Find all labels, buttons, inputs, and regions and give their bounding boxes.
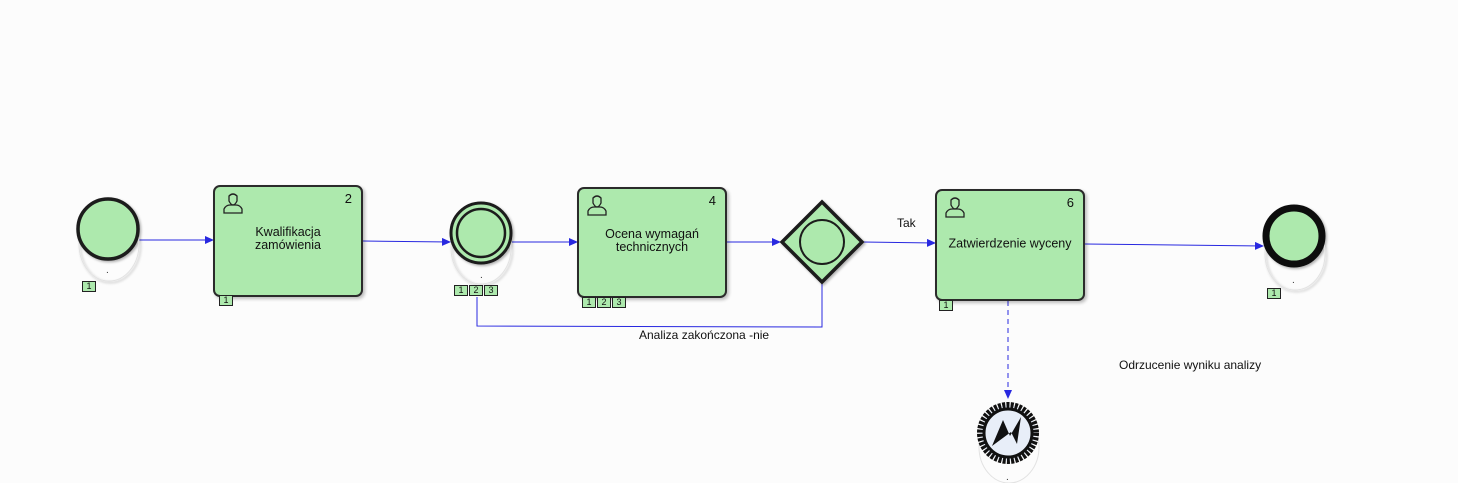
intermediate-event-badges: 1 2 3 <box>454 285 499 296</box>
task-label: Ocena wymagań technicznych <box>605 226 699 254</box>
user-icon <box>945 197 965 218</box>
badge[interactable]: 2 <box>597 297 611 308</box>
error-end-event[interactable] <box>977 402 1040 483</box>
flow-task2-to-intermediate[interactable] <box>362 237 451 246</box>
error-event-caption: . <box>1006 472 1009 483</box>
task-number: 2 <box>344 191 352 206</box>
flow-label-loop-back: Analiza zakończona -nie <box>639 328 770 342</box>
task-2-badges: 1 <box>219 295 234 306</box>
task-6-badges: 1 <box>939 300 954 311</box>
badge[interactable]: 1 <box>1267 288 1281 299</box>
badge[interactable]: 1 <box>939 300 953 311</box>
user-icon <box>223 193 243 214</box>
end-event-caption: . <box>1292 275 1295 286</box>
flow-task6-to-end[interactable] <box>1084 241 1264 250</box>
task-label: Kwalifikacja zamówienia <box>254 224 321 252</box>
task-ocena-wymagan[interactable]: 4 Ocena wymagań technicznych <box>577 187 727 298</box>
start-event-caption: . <box>106 265 109 276</box>
badge[interactable]: 3 <box>612 297 626 308</box>
flow-gateway-loop-back[interactable] <box>476 284 823 328</box>
start-event[interactable] <box>76 197 140 282</box>
intermediate-event-caption: . <box>480 270 483 281</box>
badge[interactable]: 2 <box>469 285 483 296</box>
flow-gateway-to-task6-yes[interactable] <box>862 238 936 247</box>
task-zatwierdzenie-wyceny[interactable]: 6 Zatwierdzenie wyceny <box>935 189 1085 301</box>
task-kwalifikacja[interactable]: 2 Kwalifikacja zamówienia <box>213 185 363 297</box>
task-number: 4 <box>708 193 716 208</box>
start-event-badges: 1 <box>82 281 97 292</box>
task-4-badges: 1 2 3 <box>582 297 627 308</box>
error-bolt-icon <box>992 417 1021 446</box>
intermediate-event[interactable] <box>449 201 513 285</box>
flow-label-reject: Odrzucenie wyniku analizy <box>1119 358 1262 372</box>
gateway[interactable] <box>779 199 865 285</box>
end-event[interactable] <box>1262 204 1326 291</box>
task-number: 6 <box>1066 195 1074 210</box>
task-label: Zatwierdzenie wyceny <box>948 236 1072 251</box>
badge[interactable]: 1 <box>82 281 96 292</box>
badge[interactable]: 3 <box>484 285 498 296</box>
end-event-badges: 1 <box>1267 288 1282 299</box>
badge[interactable]: 1 <box>454 285 468 296</box>
user-icon <box>587 195 607 216</box>
flow-label-yes: Tak <box>897 216 916 230</box>
badge[interactable]: 1 <box>219 295 233 306</box>
badge[interactable]: 1 <box>582 297 596 308</box>
